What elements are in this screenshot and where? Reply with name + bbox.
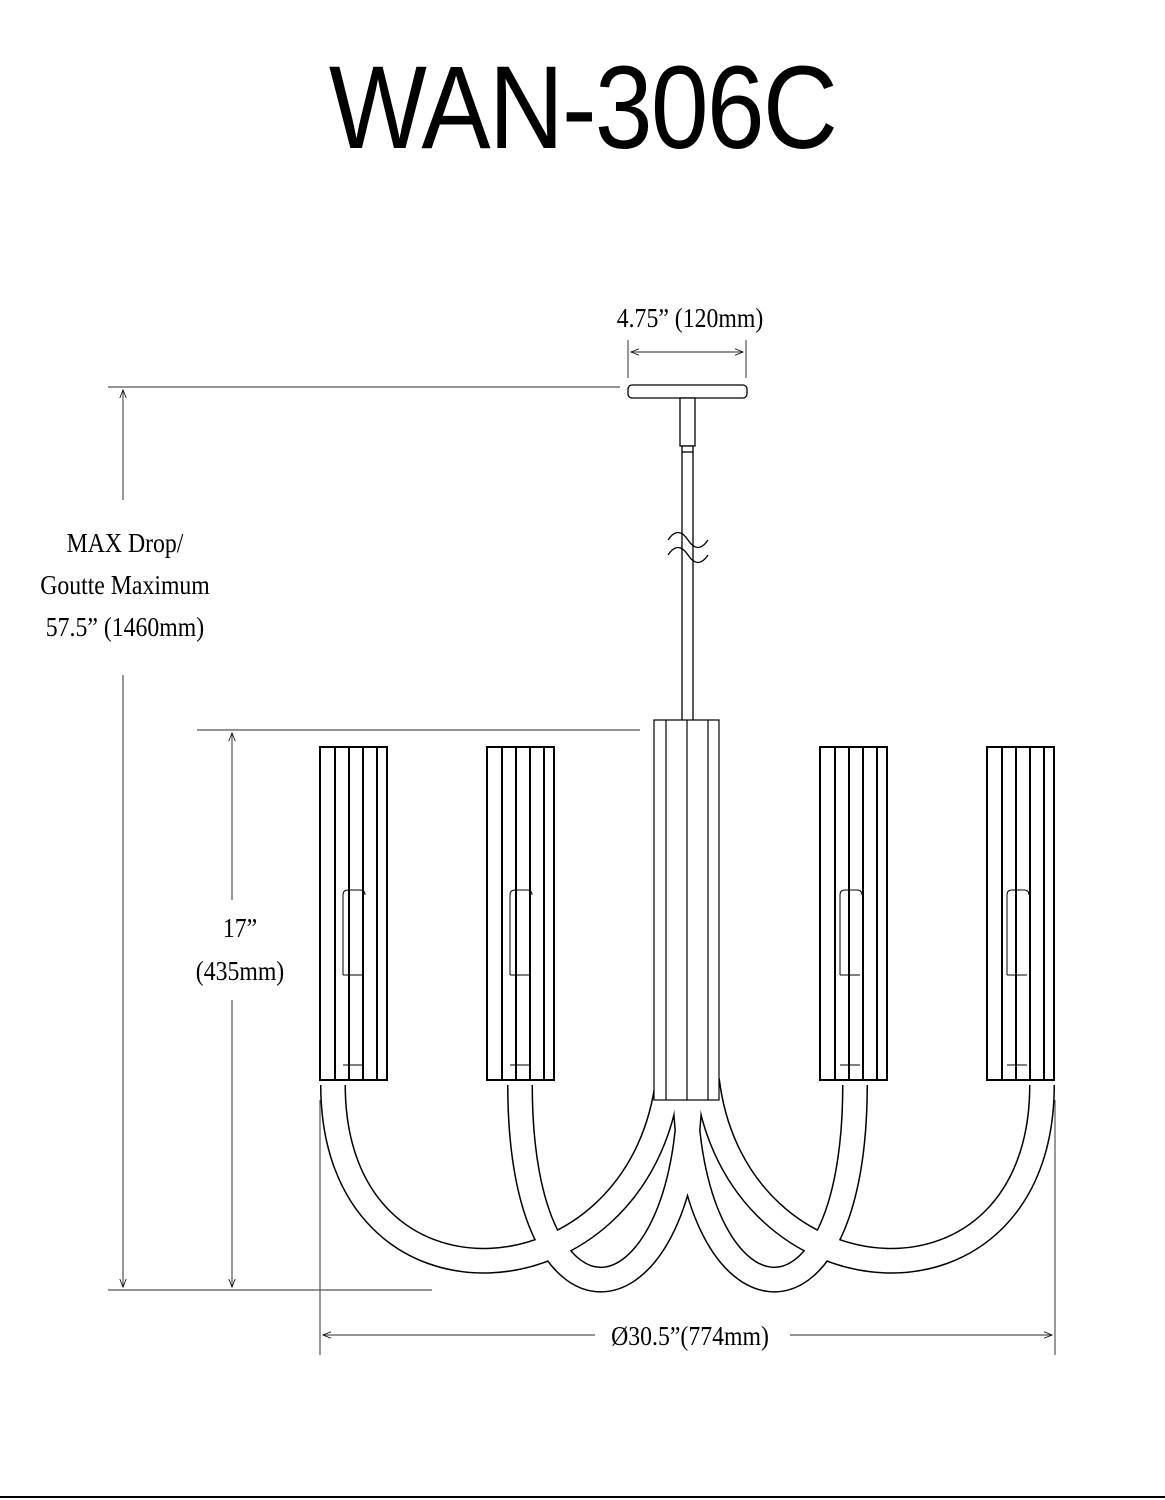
shade-2 (486, 746, 555, 1081)
shade-4 (986, 746, 1055, 1081)
max-drop-label-1: MAX Drop/ (66, 528, 184, 558)
max-drop-label-2: Goutte Maximum (40, 570, 210, 600)
page-title: WAN-306C (328, 42, 838, 174)
height-label-2: (435mm) (195, 956, 285, 986)
dimension-lines (108, 340, 1056, 1355)
shade-3 (819, 746, 888, 1081)
center-column (653, 719, 720, 1101)
arms (320, 1078, 1055, 1293)
shade-1 (319, 746, 388, 1081)
canopy-and-rod (627, 384, 748, 720)
diameter-label: Ø30.5”(774mm) (611, 1321, 769, 1351)
canopy-width-label: 4.75” (120mm) (616, 303, 764, 333)
height-label-1: 17” (222, 913, 258, 943)
max-drop-label-3: 57.5” (1460mm) (45, 612, 205, 642)
